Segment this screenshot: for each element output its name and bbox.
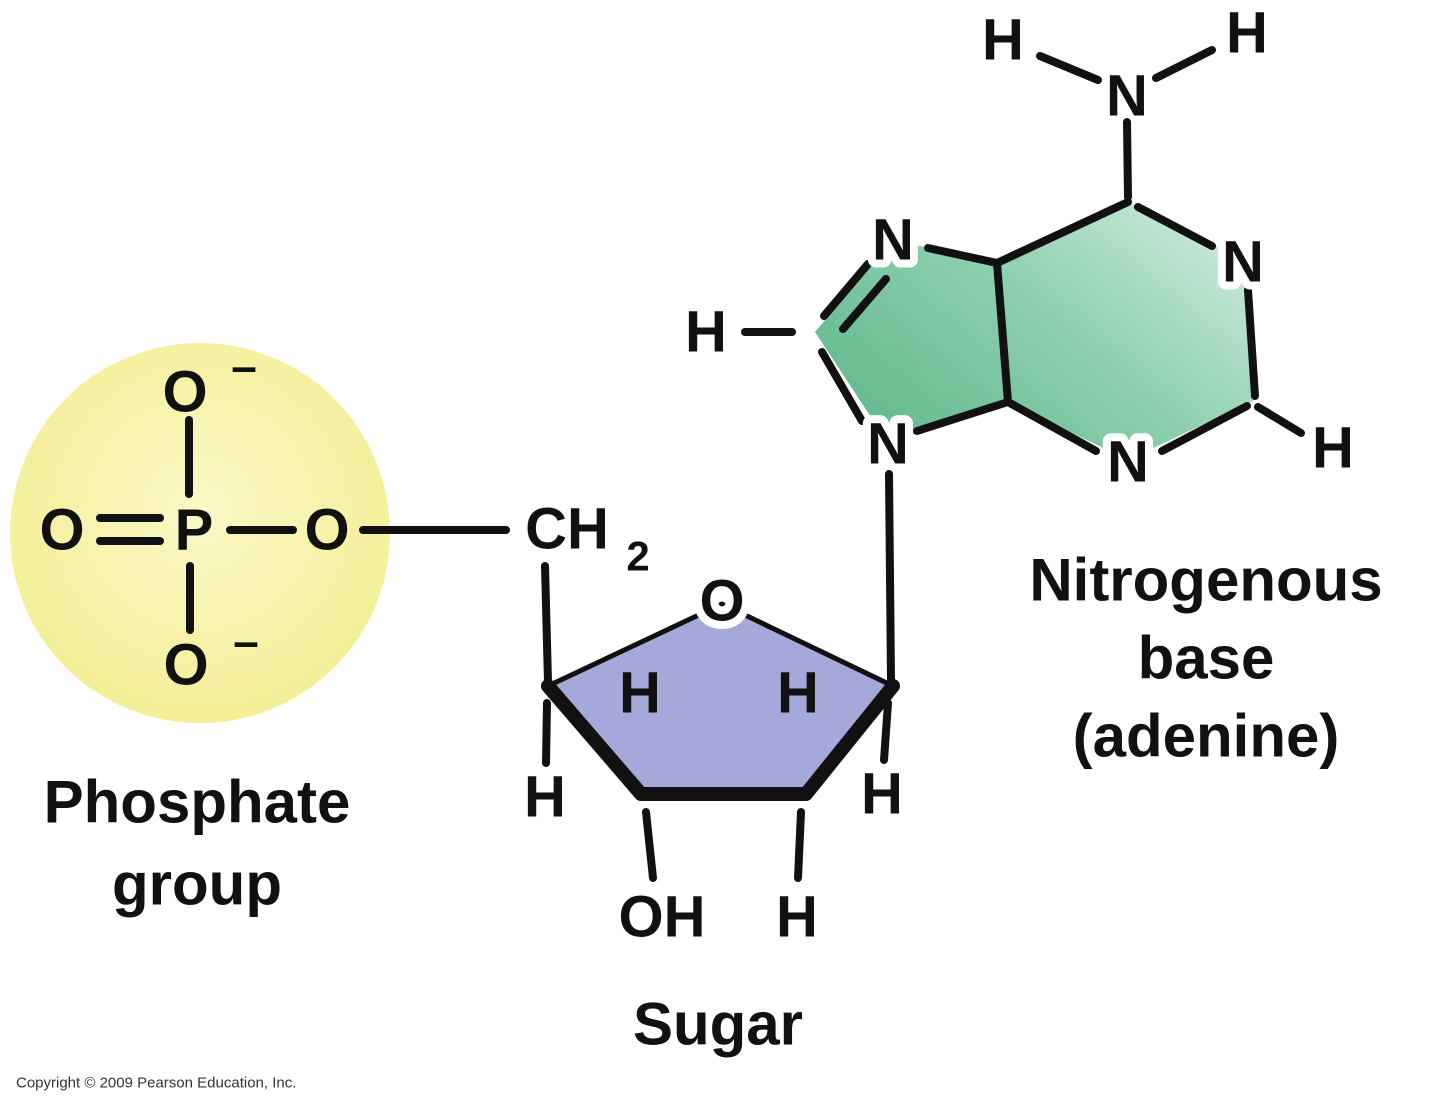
bond-amine-n-h-left xyxy=(1036,52,1102,84)
atom-amine-n: N xyxy=(1106,64,1148,129)
atom-o-top: O xyxy=(162,360,207,425)
atom-p: P xyxy=(175,498,214,563)
atom-n9: N xyxy=(867,412,909,477)
sugar-bottom-edges xyxy=(541,679,900,801)
label-base-line2: base xyxy=(1138,625,1275,692)
atom-o-left: O xyxy=(39,498,84,563)
label-base-line1: Nitrogenous xyxy=(1029,547,1382,614)
atom-o-right: O xyxy=(304,498,349,563)
atom-sugar-h-bottom-right: H xyxy=(776,885,818,950)
bond-n7-c8-double-1 xyxy=(820,260,872,320)
phosphate-group: O – P O O O – xyxy=(10,340,510,723)
bond-n1-c2 xyxy=(1244,286,1259,400)
sugar-top-edges xyxy=(546,601,895,689)
ch2-linker: CH 2 xyxy=(525,497,650,686)
bond-c5-n7 xyxy=(924,244,1001,267)
atom-o-bottom: O xyxy=(163,633,208,698)
atom-sugar-h-left: H xyxy=(524,765,566,830)
atom-h-c2: H xyxy=(1312,416,1354,481)
atom-ch2-subscript: 2 xyxy=(626,533,649,580)
atom-sugar-o-apex: O xyxy=(699,569,744,634)
bond-c5-c6 xyxy=(993,198,1132,267)
bond-n9-c4 xyxy=(913,398,1012,435)
caption-labels: Phosphate group Sugar Nitrogenous base (… xyxy=(16,547,1383,1092)
atom-n3: N xyxy=(1107,430,1149,495)
bond-c2-h xyxy=(794,808,805,882)
atom-sugar-h-inner-right: H xyxy=(777,661,819,726)
bond-amine-n-c6 xyxy=(1123,118,1132,201)
atom-h-c8: H xyxy=(685,300,727,365)
bond-c1-h xyxy=(880,699,892,764)
bond-c8-n9 xyxy=(818,348,866,425)
adenine-base: N N N N H H N H H xyxy=(685,1,1354,503)
label-phosphate-line1: Phosphate xyxy=(44,769,351,836)
bond-c1-n9-glycosidic xyxy=(885,470,895,684)
bond-c4-h xyxy=(542,699,551,767)
atom-sugar-h-inner-left: H xyxy=(619,661,661,726)
bond-c2-h xyxy=(1254,403,1305,437)
adenine-fill xyxy=(815,202,1255,460)
atom-amine-h-right: H xyxy=(1226,1,1268,66)
label-sugar: Sugar xyxy=(633,991,803,1058)
copyright-text: Copyright © 2009 Pearson Education, Inc. xyxy=(16,1075,296,1092)
atom-sugar-oh: OH xyxy=(619,885,706,950)
bond-ch2-sugar xyxy=(541,562,552,686)
atom-sugar-h-right: H xyxy=(861,762,903,827)
bond-n7-c8-double-2 xyxy=(839,275,890,333)
bond-n3-c4 xyxy=(1004,398,1100,455)
label-phosphate-line2: group xyxy=(112,851,282,918)
bond-c2-n3 xyxy=(1158,402,1251,455)
bond-c3-oh xyxy=(642,808,657,882)
bond-c6-n1 xyxy=(1134,203,1216,250)
phosphate-circle xyxy=(10,343,390,723)
sugar-ring: O H H H OH H H xyxy=(524,470,903,950)
label-base-line3: (adenine) xyxy=(1073,703,1340,770)
charge-o-bottom: – xyxy=(233,615,259,667)
sugar-pentagon xyxy=(548,604,893,794)
bond-c4-c5 xyxy=(993,259,1012,406)
atom-ch: CH xyxy=(525,497,609,562)
atom-amine-h-left: H xyxy=(982,8,1024,73)
atom-n7: N xyxy=(872,208,914,273)
atom-n1: N xyxy=(1222,230,1264,295)
charge-o-top: – xyxy=(231,340,257,392)
bond-amine-n-h-right xyxy=(1152,46,1216,82)
